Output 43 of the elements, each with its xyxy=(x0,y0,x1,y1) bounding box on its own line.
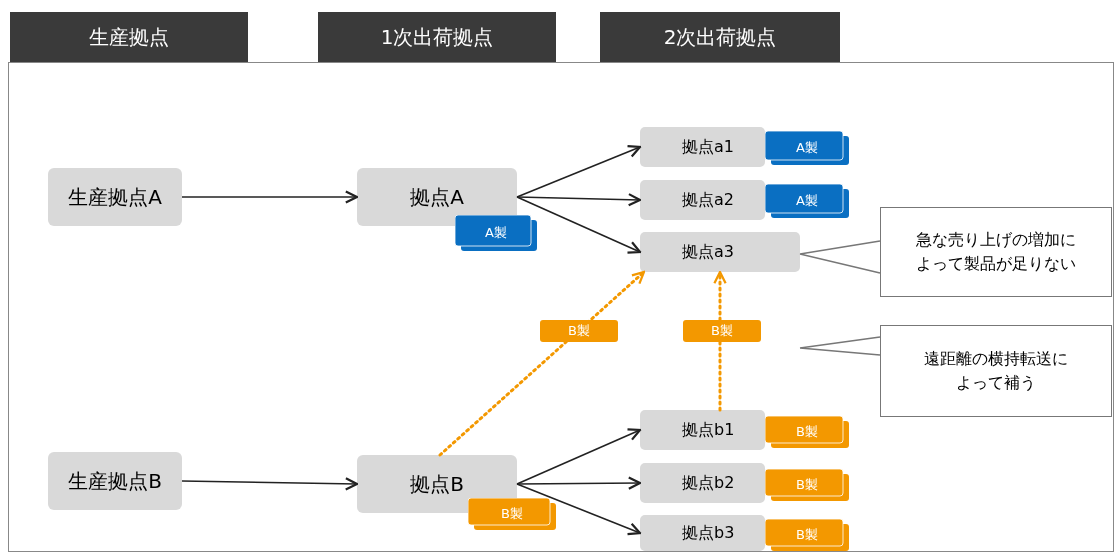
header-box xyxy=(10,12,248,62)
process-box xyxy=(640,232,800,272)
node-label: 拠点a3 xyxy=(682,241,734,263)
callout-pointer xyxy=(799,336,881,356)
node-label: 1次出荷拠点 xyxy=(380,23,494,51)
callout-text: 急な売り上げの増加によって製品が足りない xyxy=(915,229,1077,275)
process-box xyxy=(357,168,517,226)
node-label: 拠点B xyxy=(410,470,464,498)
arrow xyxy=(181,190,359,204)
process-box xyxy=(640,180,765,220)
arrow xyxy=(516,483,642,536)
process-box xyxy=(48,168,182,226)
node-label: 生産拠点 xyxy=(89,23,169,51)
node-label: 拠点a1 xyxy=(682,136,734,158)
arrow xyxy=(516,476,642,490)
callout-pointer xyxy=(799,240,881,274)
arrow xyxy=(181,477,359,491)
node-label: 拠点b1 xyxy=(682,419,735,441)
callout-text: 遠距離の横持転送によって補う xyxy=(923,348,1069,394)
arrow xyxy=(516,144,642,198)
header-box xyxy=(318,12,556,62)
arrow xyxy=(516,193,642,207)
node-label: 生産拠点A xyxy=(68,183,162,211)
node-label: 生産拠点B xyxy=(68,467,162,495)
process-box xyxy=(48,452,182,510)
arrow xyxy=(516,428,642,485)
edge-label: B製 xyxy=(540,320,618,342)
arrow xyxy=(438,270,646,457)
node-label: 拠点A xyxy=(410,183,464,211)
node-label: 2次出荷拠点 xyxy=(663,23,777,51)
process-box xyxy=(640,515,765,551)
node-label: 拠点a2 xyxy=(682,189,734,211)
arrow xyxy=(516,196,642,254)
node-label: 拠点b3 xyxy=(682,522,735,544)
process-box xyxy=(640,127,765,167)
header-box xyxy=(600,12,840,62)
process-box xyxy=(640,410,765,450)
callout-box xyxy=(880,325,1112,417)
arrow xyxy=(713,270,727,412)
edge-label: B製 xyxy=(683,320,761,342)
process-box xyxy=(640,463,765,503)
node-label: 拠点b2 xyxy=(682,472,735,494)
callout-box xyxy=(880,207,1112,297)
